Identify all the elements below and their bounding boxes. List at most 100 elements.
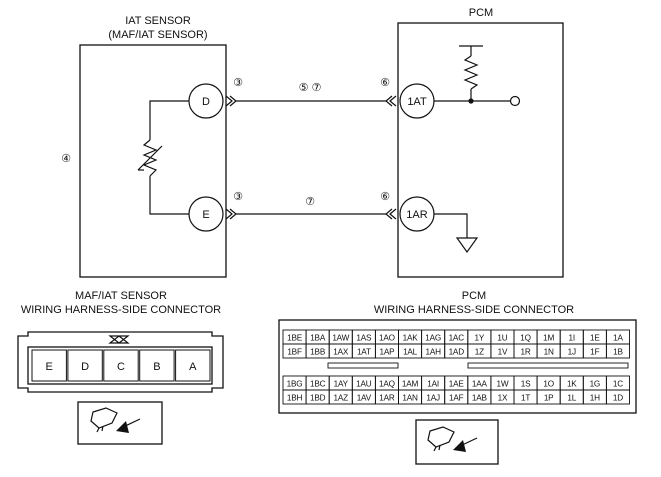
pcm-terminal-label: 1AU [356, 379, 372, 388]
pcm-terminal-label: 1AW [332, 333, 349, 342]
pcm-terminal-label: 1BE [287, 333, 303, 342]
sensor-terminal-label: A [189, 361, 197, 373]
pcm-terminal-label: 1AK [403, 333, 419, 342]
sensor-terminal-label: B [153, 361, 160, 373]
ground-icon [455, 237, 479, 254]
sensor-terminal-cell [175, 349, 211, 382]
pcm-terminal-label: 1S [521, 379, 531, 388]
connector-key-slot [327, 362, 399, 369]
pcm-terminal-label: 1K [567, 379, 577, 388]
sensor-connector-subtitle: WIRING HARNESS-SIDE CONNECTOR [21, 304, 221, 316]
pcm-terminal-label: 1J [568, 347, 576, 356]
sensor-terminal-label: E [46, 361, 53, 373]
pcm-terminal-label: 1AS [356, 333, 372, 342]
sensor-internal-wire-bottom [149, 176, 190, 215]
sensor-pin-d-label: D [202, 96, 210, 108]
pcm-terminal-label: 1V [498, 347, 508, 356]
pcm-terminal-label: 1P [544, 393, 554, 402]
pcm-terminal-label: 1AE [449, 379, 465, 388]
pcm-terminal-label: 1AZ [334, 393, 349, 402]
pcm-terminal-label: 1AT [357, 347, 371, 356]
pcm-terminal-label: 1D [613, 393, 623, 402]
callout-e-terminal: ③ [233, 191, 243, 203]
pcm-terminal-label: 1R [521, 347, 531, 356]
sensor-connector-face [17, 331, 224, 393]
pcm-connector-title: PCM [462, 290, 486, 302]
pcm-terminal-label: 1C [613, 379, 623, 388]
pcm-terminal-label: 1L [567, 393, 576, 402]
pcm-pin-1at-label: 1AT [407, 96, 427, 108]
callout-upper-wire: ⑤ ⑦ [299, 82, 322, 94]
connector-chevron-icon [385, 95, 397, 220]
sensor-terminal-cell [103, 349, 139, 382]
pcm-terminal-label: 1AP [380, 347, 396, 356]
pcm-terminal-label: 1F [590, 347, 599, 356]
callout-sensor-side: ④ [61, 153, 71, 165]
sensor-internal-wire-top [149, 100, 190, 140]
sensor-connector-title: MAF/IAT SENSOR [75, 290, 167, 302]
iat-sensor-title: IAT SENSOR [125, 15, 191, 27]
pcm-terminal-label: 1AF [449, 393, 464, 402]
pcm-terminal-label: 1BD [310, 393, 326, 402]
pcm-terminal-label: 1AV [357, 393, 372, 402]
pcm-terminal-label: 1BA [310, 333, 326, 342]
pcm-terminal-label: 1M [543, 333, 554, 342]
connector-key-slot [467, 362, 629, 369]
sensor-pin-d [188, 83, 224, 119]
callout-lower-wire: ⑦ [305, 196, 315, 208]
sensor-terminal-cell [139, 349, 175, 382]
connector-view-icon [415, 419, 499, 465]
junction-dot-icon [468, 98, 474, 104]
pcm-terminal-label: 1BG [287, 379, 303, 388]
thermistor-icon [137, 139, 163, 177]
pcm-terminal-cell [605, 389, 630, 405]
pcm-ground-line [434, 213, 468, 238]
pcm-terminal-label: 1AO [379, 333, 395, 342]
pcm-terminal-label: 1A [613, 333, 623, 342]
pcm-terminal-label: 1AN [402, 393, 418, 402]
pcm-terminal-label: 1BH [287, 393, 303, 402]
pcm-terminal-label: 1N [544, 347, 554, 356]
pcm-terminal-label: 1AR [379, 393, 395, 402]
callout-pcm-lower: ⑥ [380, 191, 390, 203]
pcm-terminal-label: 1AB [472, 393, 488, 402]
pcm-terminal-label: 1AJ [426, 393, 440, 402]
sensor-terminal-label: D [81, 361, 89, 373]
pcm-terminal-label: 1B [613, 347, 623, 356]
pcm-terminal-label: 1AA [472, 379, 488, 388]
resistor-icon [463, 55, 479, 90]
pcm-terminal-cell [605, 343, 630, 359]
pcm-terminal-label: 1O [543, 379, 554, 388]
pcm-terminal-label: 1BB [310, 347, 326, 356]
iat-sensor-box [79, 44, 227, 278]
pcm-terminal-label: 1AY [334, 379, 349, 388]
callout-d-terminal: ③ [233, 77, 243, 89]
pcm-terminal-label: 1X [498, 393, 508, 402]
pcm-terminal-label: 1W [497, 379, 509, 388]
pcm-pin-1ar-label: 1AR [406, 209, 427, 221]
pcm-terminal-label: 1BC [310, 379, 326, 388]
connector-view-icon [77, 401, 163, 445]
pcm-terminal-label: 1T [521, 393, 530, 402]
sensor-terminal-cell [31, 349, 67, 382]
pcm-connector-subtitle: WIRING HARNESS-SIDE CONNECTOR [374, 304, 574, 316]
signal-terminal-icon [509, 95, 521, 107]
pcm-terminal-label: 1AD [449, 347, 465, 356]
sensor-pin-e-label: E [202, 209, 209, 221]
pcm-terminal-label: 1G [590, 379, 601, 388]
pcm-terminal-label: 1AC [449, 333, 465, 342]
pcm-box [397, 22, 564, 278]
pcm-terminal-label: 1BF [287, 347, 302, 356]
sensor-terminal-label: C [117, 361, 125, 373]
pcm-terminal-label: 1Z [475, 347, 484, 356]
pcm-terminal-label: 1E [590, 333, 600, 342]
sensor-pin-e [188, 196, 224, 232]
pcm-terminal-label: 1AH [425, 347, 441, 356]
pcm-terminal-label: 1AL [403, 347, 418, 356]
pcm-terminal-label: 1U [497, 333, 507, 342]
pcm-terminal-label: 1AI [427, 379, 439, 388]
sensor-terminal-cell [67, 349, 103, 382]
pcm-terminal-label: 1AX [333, 347, 349, 356]
